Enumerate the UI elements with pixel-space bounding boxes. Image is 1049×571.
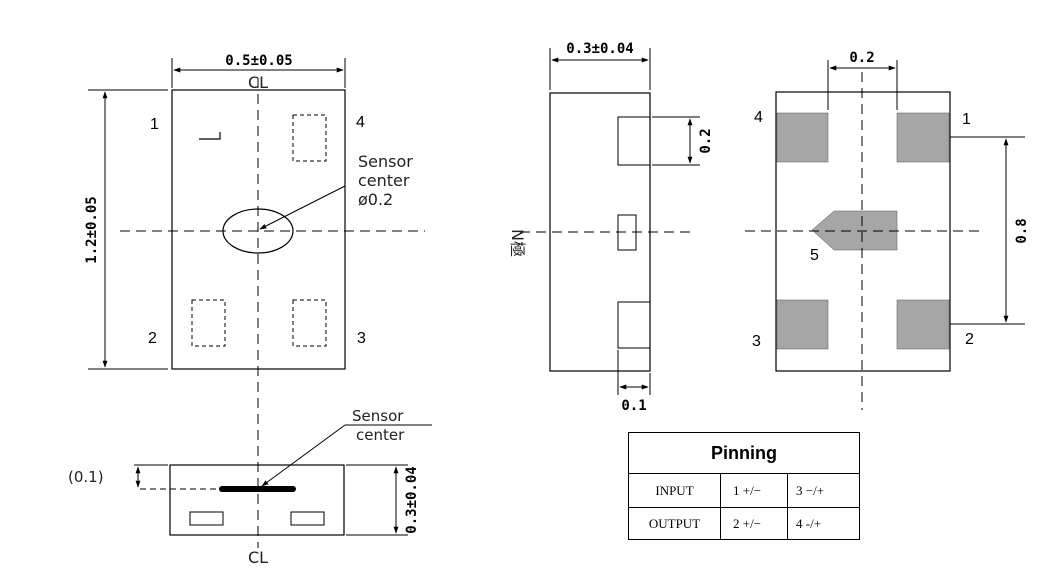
package-outline-bottom (775, 91, 951, 372)
bottom-pin-label-1: 1 (962, 111, 971, 128)
table-cell: 3 −/+ (796, 482, 825, 498)
table-cell: INPUT (629, 474, 721, 507)
bottom-pin-label-5: 5 (810, 247, 819, 264)
side-pad-left (189, 511, 224, 526)
pin-label-3: 3 (357, 330, 366, 347)
pad-5 (811, 210, 898, 251)
pad-1 (896, 112, 950, 163)
bottom-pin-label-3: 3 (752, 333, 761, 350)
side-sensor-center-label-2: center (356, 426, 405, 444)
sensor-diameter-label: ø0.2 (358, 190, 393, 209)
centerline-label-bottom: CL (248, 548, 268, 567)
profile-pad-depth-dim-label: 0.1 (621, 398, 646, 414)
pad-2 (896, 299, 950, 350)
pad-3 (776, 299, 829, 350)
bottom-pin-label-4: 4 (754, 109, 763, 126)
package-outline-side (169, 464, 345, 536)
pole-label: N極 (508, 229, 527, 257)
table-cell: OUTPUT (629, 508, 721, 539)
table-cell: 1 +/− (721, 474, 788, 507)
top-view: 0.5±0.05 CL 1.2±0.05 1 4 2 3 Sensor cent… (84, 53, 425, 548)
offset-dim-label: (0.1) (68, 468, 104, 486)
bottom-view: 0.2 0.8 4 1 5 3 2 (745, 50, 1030, 410)
pinning-table-title: Pinning (629, 433, 859, 474)
table-cell: 4 -/+ (796, 515, 822, 531)
pad-spacing-dim-label: 0.2 (849, 50, 874, 66)
pin-label-2: 2 (148, 330, 157, 347)
sensor-center-label-2: center (358, 171, 410, 190)
profile-pad-top (617, 116, 651, 166)
table-row: INPUT 1 +/− 3 −/+ (629, 474, 859, 507)
pad-4 (776, 112, 829, 163)
table-cell: 2 +/− (721, 508, 788, 539)
side-view: Sensor center (0.1) 0.3±0.04 CL (68, 407, 432, 567)
height-dim-label: 1.2±0.05 (84, 196, 100, 263)
profile-thickness-dim-label: 0.3±0.04 (566, 41, 633, 57)
side-sensor-center-label-1: Sensor (352, 407, 404, 425)
sensor-circle (222, 208, 294, 254)
pad-outline-4 (292, 114, 327, 162)
pin-label-1: 1 (150, 116, 159, 133)
pinning-table: Pinning INPUT 1 +/− 3 −/+ OUTPUT 2 +/− 4… (628, 432, 860, 540)
width-dim-label: 0.5±0.05 (225, 53, 292, 69)
pad-pitch-dim-label: 0.8 (1014, 218, 1030, 243)
pad-outline-2 (191, 299, 226, 347)
profile-pad-height-dim-label: 0.2 (698, 128, 714, 153)
table-row: OUTPUT 2 +/− 4 -/+ (629, 507, 859, 539)
pin-label-4: 4 (356, 114, 365, 131)
bottom-pin-label-2: 2 (965, 331, 974, 348)
pad-outline-3 (292, 299, 327, 347)
sensor-center-label-1: Sensor (358, 152, 413, 171)
profile-view: 0.3±0.04 N極 0.2 0.1 (508, 41, 714, 414)
side-pad-right (290, 511, 325, 526)
side-thickness-dim-label: 0.3±0.04 (404, 466, 420, 533)
profile-pad-bottom (617, 301, 651, 349)
